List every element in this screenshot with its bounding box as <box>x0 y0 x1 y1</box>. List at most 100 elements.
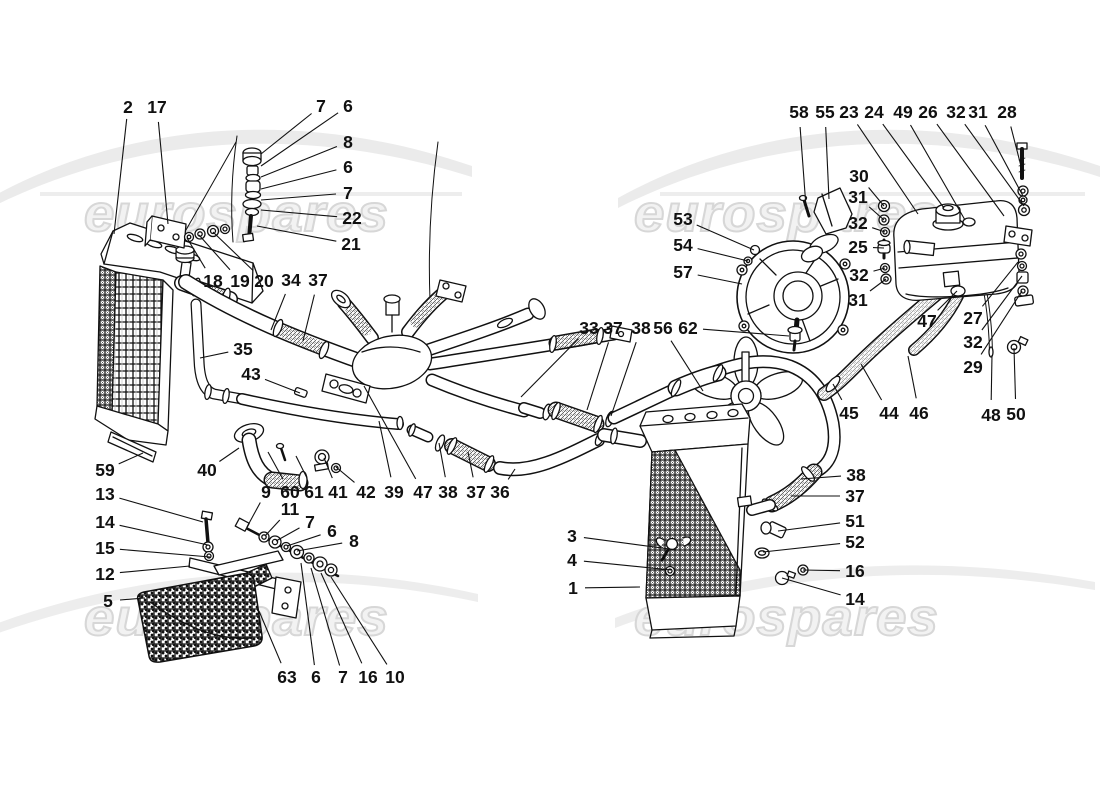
callout-47: 47 <box>917 311 936 331</box>
callout-44: 44 <box>879 403 899 423</box>
callout-14: 14 <box>95 512 115 532</box>
right-radiator <box>639 403 809 639</box>
callout-36: 36 <box>490 482 510 502</box>
leader-line-48 <box>990 354 993 401</box>
callout-27: 27 <box>963 308 982 328</box>
leader-line-16 <box>802 569 841 572</box>
callout-24: 24 <box>864 102 884 122</box>
leader-line-28 <box>1010 126 1023 171</box>
callout-22: 22 <box>342 208 362 228</box>
radiator-filler-cap <box>175 245 195 280</box>
leader-line-45 <box>832 383 843 401</box>
leader-line-23 <box>856 124 919 215</box>
fan-motor <box>800 187 853 263</box>
leader-line-31 <box>984 124 1024 197</box>
callout-51: 51 <box>845 511 865 531</box>
leader-line-60 <box>267 451 284 480</box>
leader-line-31 <box>868 206 885 221</box>
callout-13: 13 <box>95 484 115 504</box>
callout-5: 5 <box>103 591 113 611</box>
leader-line-6 <box>300 562 315 666</box>
upper-mount-bracket <box>144 215 231 249</box>
screw-53 <box>749 244 761 256</box>
leader-line-21 <box>256 225 337 242</box>
lower-mount-hardware <box>136 423 342 663</box>
thermostat-assembly <box>293 279 633 404</box>
leader-line-41 <box>323 457 333 479</box>
callout-12: 12 <box>95 564 115 584</box>
callout-1: 1 <box>568 578 578 598</box>
leader-line-37 <box>467 451 474 478</box>
leader-line-20 <box>212 231 254 271</box>
leader-line-29 <box>980 290 1023 355</box>
callout-62: 62 <box>678 318 698 338</box>
callout-63: 63 <box>277 667 297 687</box>
callout-2: 2 <box>123 97 133 117</box>
callout-35: 35 <box>233 339 253 359</box>
fan-hub-pin <box>730 351 762 412</box>
fan-shroud <box>736 187 853 354</box>
callout-28: 28 <box>997 102 1017 122</box>
leader-line-9 <box>246 502 261 528</box>
callout-3: 3 <box>567 526 577 546</box>
leader-line-61 <box>295 455 308 479</box>
leader-line-15 <box>119 548 211 558</box>
leader-line-24 <box>882 123 945 209</box>
leader-line-58 <box>799 126 807 208</box>
callout-6: 6 <box>311 667 321 687</box>
callout-21: 21 <box>341 234 361 254</box>
drain-washer <box>664 565 676 577</box>
callout-52: 52 <box>845 532 865 552</box>
callout-43: 43 <box>241 364 261 384</box>
leader-line-47 <box>363 385 417 480</box>
callout-57: 57 <box>673 262 692 282</box>
leader-line-47 <box>937 290 958 311</box>
leader-line-6 <box>260 112 339 167</box>
callout-8: 8 <box>349 531 359 551</box>
leader-line-62 <box>702 328 790 337</box>
nut-42 <box>330 462 342 474</box>
leader-line-17 <box>157 121 169 225</box>
callout-33: 33 <box>579 318 599 338</box>
leader-line-22 <box>260 209 338 218</box>
leader-line-2 <box>113 118 128 235</box>
callout-46: 46 <box>909 403 929 423</box>
swoosh-top-left <box>0 129 472 204</box>
leader-line-32 <box>981 275 1023 331</box>
leader-line-44 <box>860 363 883 401</box>
callout-32: 32 <box>946 102 966 122</box>
leader-line-43 <box>264 378 301 394</box>
callout-59: 59 <box>95 460 115 480</box>
callout-53: 53 <box>673 209 693 229</box>
leader-line-7 <box>310 567 341 666</box>
thermo-switch-51 <box>760 521 787 539</box>
callout-32: 32 <box>963 332 983 352</box>
callout-6: 6 <box>327 521 337 541</box>
leader-line-46 <box>907 355 917 399</box>
callout-6: 6 <box>343 157 353 177</box>
stud-43 <box>293 387 308 398</box>
swoosh-top-right-line <box>660 192 1085 196</box>
callout-20: 20 <box>254 271 274 291</box>
callout-47: 47 <box>413 482 432 502</box>
callout-40: 40 <box>197 460 217 480</box>
leader-line-30 <box>868 187 885 207</box>
callout-16: 16 <box>845 561 865 581</box>
callout-42: 42 <box>356 482 376 502</box>
callout-56: 56 <box>653 318 673 338</box>
callout-48: 48 <box>981 405 1001 425</box>
leader-line-52 <box>762 543 841 553</box>
water-elbow-40 <box>233 423 309 492</box>
body-panel-lines <box>185 135 439 301</box>
leader-line-33 <box>520 338 579 398</box>
valve-25 <box>877 238 891 260</box>
callout-31: 31 <box>848 187 868 207</box>
leader-line-32 <box>964 123 1025 207</box>
leader-line-32 <box>872 227 886 233</box>
leader-line-6 <box>260 169 337 190</box>
leader-line-55 <box>825 126 830 200</box>
callout-41: 41 <box>328 482 348 502</box>
leader-line-1 <box>584 586 641 589</box>
filler-cap <box>932 203 964 231</box>
